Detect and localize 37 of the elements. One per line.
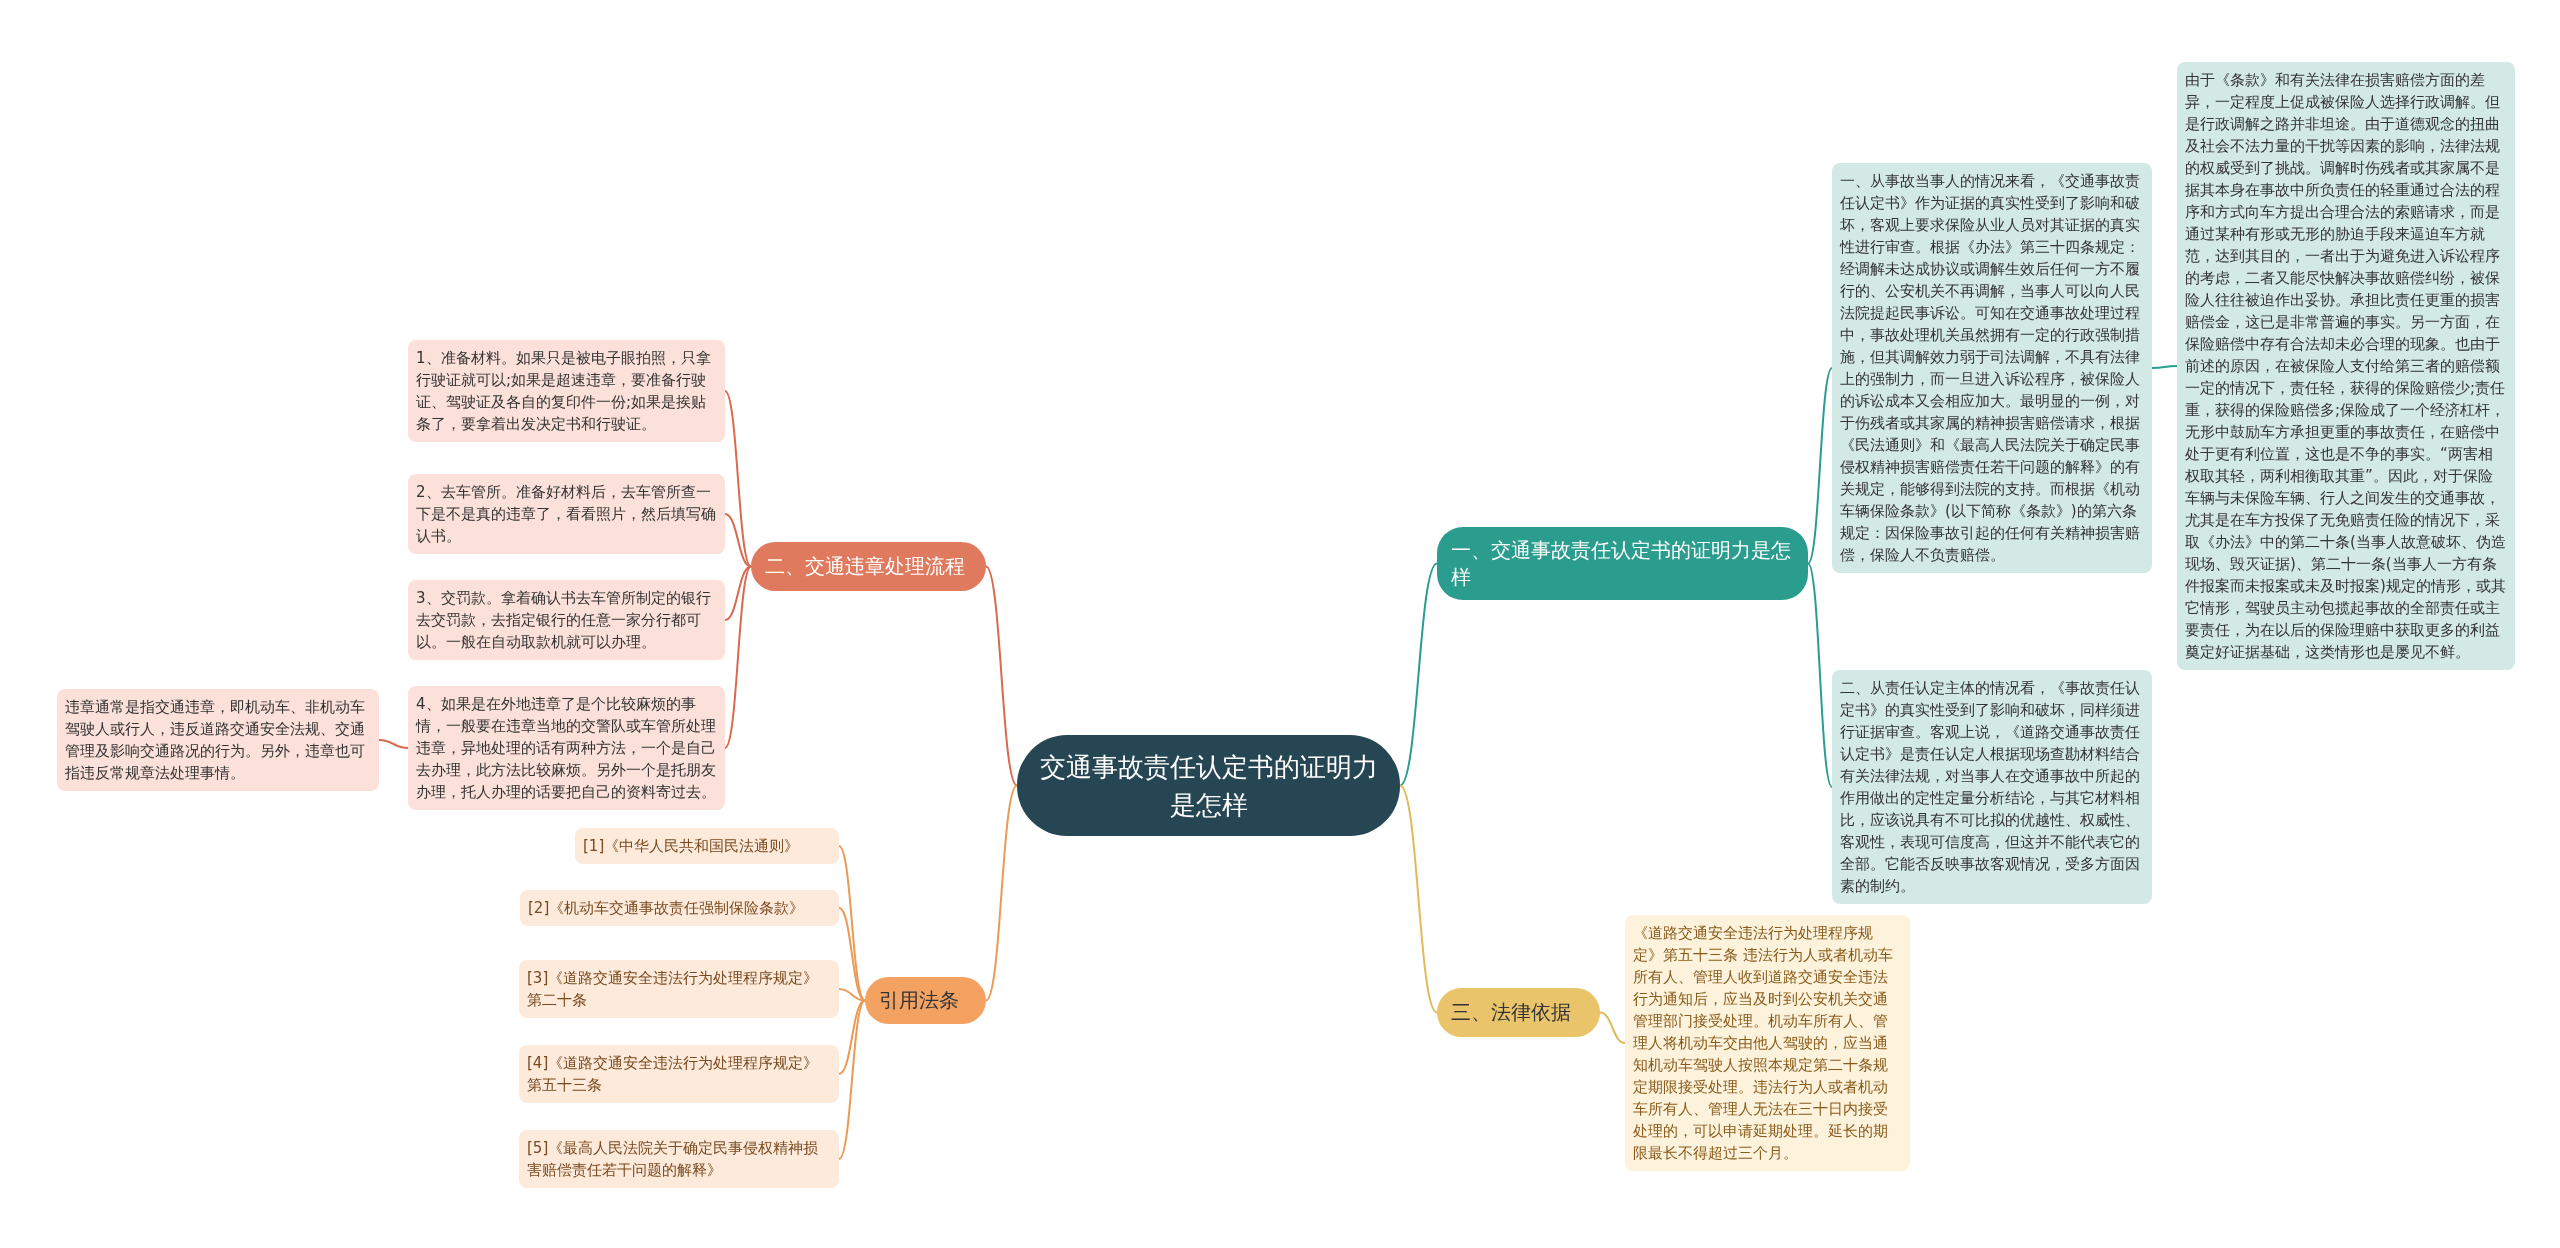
connector — [838, 999, 866, 1075]
text-card: 3、交罚款。拿着确认书去车管所制定的银行去交罚款，去指定银行的任意一家分行都可以。一般在自动取款机就可以办理。 — [408, 580, 725, 660]
connector — [1807, 562, 1833, 788]
connector — [724, 565, 752, 621]
connector — [838, 845, 866, 1002]
topic-box: 引用法条 — [865, 977, 986, 1024]
connector — [2151, 365, 2178, 369]
text-card: 《道路交通安全违法行为处理程序规定》第五十三条 违法行为人或者机动车所有人、管理人收到道路交通安全违法行为通知后，应当及时到公安机关交通管理部门接受处理。机动车所有人、管理人将机动车交由他人驾驶的，应当通知机动车驾驶人按照本规定第二十条规定期限接受处理。违法行为人或者机动车所有人、管理人无法在三十日内接受处理的，可以申请延期处理。延长的期限最长不得超过三个月。 — [1625, 915, 1910, 1171]
citation-card: [2]《机动车交通事故责任强制保险条款》 — [520, 890, 839, 926]
connector — [1807, 367, 1833, 565]
topic-box: 二、交通违章处理流程 — [751, 542, 986, 591]
text-card: 2、去车管所。准备好材料后，去车管所查一下是不是真的违章了，看看照片，然后填写确认书。 — [408, 474, 725, 554]
text-card: 二、从责任认定主体的情况看，《事故责任认定书》的真实性受到了影响和破坏，同样须进行证据审查。客观上说，《道路交通事故责任认定书》是责任认定人根据现场查勘材料结合有关法律法规，对当事人在交通事故中所起的作用做出的定性定量分析结论，与其它材料相比，应该说具有不可比拟的优越性、权威性、客观性，表现可信度高，但这并不能代表它的全部。它能否反映事故客观情况，受多方面因素的制约。 — [1832, 670, 2152, 904]
text-card: 违章通常是指交通违章，即机动车、非机动车驾驶人或行人，违反道路交通安全法规、交通管理及影响交通路况的行为。另外，违章也可指违反常规章法处理事情。 — [57, 689, 379, 791]
connector — [1399, 784, 1438, 1014]
connector — [985, 565, 1018, 787]
citation-card: [1]《中华人民共和国民法通则》 — [575, 828, 839, 864]
text-card: 由于《条款》和有关法律在损害赔偿方面的差异，一定程度上促成被保险人选择行政调解。但是行政调解之路并非坦途。由于道德观念的扭曲及社会不法力量的干扰等因素的影响，法律法规的权威受到了挑战。调解时伤残者或其家属不是据其本身在事故中所负责任的轻重通过合法的程序和方式向车方提出合理合法的索赔请求，而是通过某种有形或无形的胁迫手段来逼迫车方就范，达到其目的，一者出于为避免进入诉讼程序的考虑，二者又能尽快解决事故赔偿纠纷，被保险人往往被迫作出妥协。承担比责任更重的损害赔偿金，这已是非常普遍的事实。另一方面，在保险赔偿中存有合法却未必合理的现象。也由于前述的原因，在被保险人支付给第三者的赔偿额一定的情况下，责任轻，获得的保险赔偿少;责任重，获得的保险赔偿多;保险成了一个经济杠杆，无形中鼓励车方承担更重的事故责任，在赔偿中处于更有利位置，这也是不争的事实。“两害相权取其轻，两利相衡取其重”。因此，对于保险车辆与未保险车辆、行人之间发生的交通事故，尤其是在车方投保了无免赔责任险的情况下，采取《办法》中的第二十条(当事人故意破坏、伪造现场、毁灭证据)、第二十一条(当事人一方有条件报案而未报案或未及时报案)规定的情形，或其它情形，驾驶员主动包揽起事故的全部责任或主要责任，为在以后的保险理赔中获取更多的利益奠定好证据基础，这类情形也是屡见不鲜。 — [2177, 62, 2515, 670]
connector — [378, 739, 409, 749]
connector — [838, 988, 866, 1002]
topic-box: 一、交通事故责任认定书的证明力是怎样 — [1437, 527, 1808, 600]
connector — [724, 565, 752, 749]
connector — [1399, 562, 1438, 787]
connector — [724, 513, 752, 568]
citation-card: [5]《最高人民法院关于确定民事侵权精神损害赔偿责任若干问题的解释》 — [519, 1130, 839, 1188]
text-card: 4、如果是在外地违章了是个比较麻烦的事情，一般要在违章当地的交警队或车管所处理违章，异地处理的话有两种方法，一个是自己去办理，此方法比较麻烦。另外一个是托朋友办理，托人办理的话要把自己的资料寄过去。 — [408, 686, 725, 810]
text-card: 一、从事故当事人的情况来看，《交通事故责任认定书》作为证据的真实性受到了影响和破坏，客观上要求保险从业人员对其证据的真实性进行审查。根据《办法》第三十四条规定：经调解未达成协议或调解生效后任何一方不履行的、公安机关不再调解，当事人可以向人民法院提起民事诉讼。可知在交通事故处理过程中，事故处理机关虽然拥有一定的行政强制措施，但其调解效力弱于司法调解，不具有法律上的强制力，而一旦进入诉讼程序，被保险人的诉讼成本又会相应加大。最明显的一例，对于伤残者或其家属的精神损害赔偿请求，根据《民法通则》和《最高人民法院关于确定民事侵权精神损害赔偿责任若干问题的解释》的有关规定，能够得到法院的支持。而根据《机动车辆保险条款》(以下简称《条款》)的第六条规定：因保险事故引起的任何有关精神损害赔偿，保险人不负责赔偿。 — [1832, 163, 2152, 573]
topic-box: 三、法律依据 — [1437, 988, 1600, 1037]
connector — [838, 907, 866, 1002]
connector — [985, 784, 1018, 1002]
connector — [1599, 1011, 1626, 1044]
central-topic: 交通事故责任认定书的证明力是怎样 — [1017, 735, 1400, 836]
citation-card: [4]《道路交通安全违法行为处理程序规定》第五十三条 — [519, 1045, 839, 1103]
connector — [838, 999, 866, 1160]
text-card: 1、准备材料。如果只是被电子眼拍照，只拿行驶证就可以;如果是超速违章，要准备行驶证、驾驶证及各自的复印件一份;如果是挨贴条了，要拿着出发决定书和行驶证。 — [408, 340, 725, 442]
citation-card: [3]《道路交通安全违法行为处理程序规定》第二十条 — [519, 960, 839, 1018]
connector — [724, 390, 752, 568]
